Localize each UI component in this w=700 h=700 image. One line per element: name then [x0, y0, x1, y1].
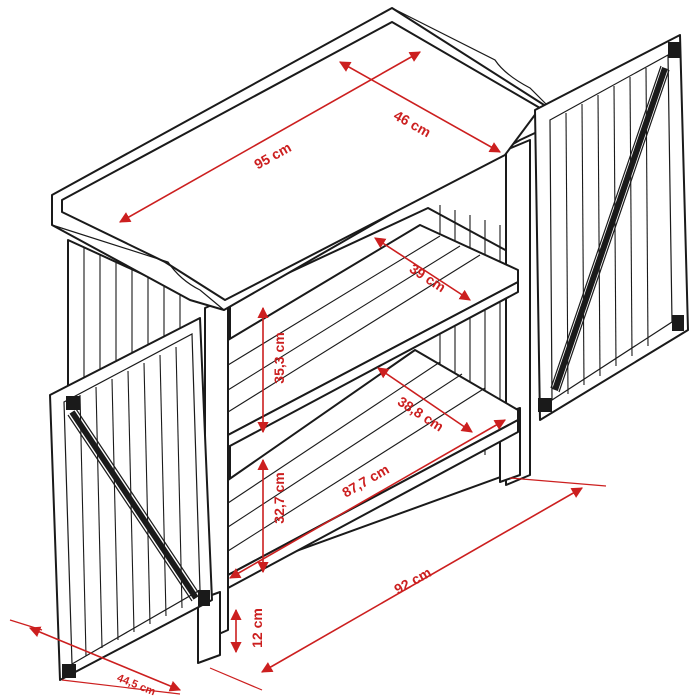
hinge-icon: [62, 664, 76, 678]
dim-door-width-label: 44,5 cm: [115, 672, 157, 698]
dim-upper-shelf-height-label: 35,3 cm: [271, 332, 287, 383]
left-door: [49, 317, 213, 681]
dim-base-width-line: [261, 487, 583, 673]
extension-line: [9, 619, 43, 631]
hinge-icon: [668, 42, 680, 58]
hinge-icon: [538, 398, 552, 412]
dim-door-width-line: [28, 626, 182, 692]
hinge-icon: [672, 315, 684, 331]
dim-top-depth-line: [339, 61, 501, 153]
extension-line: [509, 477, 607, 487]
dim-base-width-label: 92 cm: [391, 564, 433, 597]
extension-line: [209, 667, 263, 691]
right-door: [534, 34, 689, 421]
hinge-icon: [66, 396, 80, 410]
dim-upper-shelf-depth-line: [374, 237, 471, 301]
dim-lower-shelf-height-label: 32,7 cm: [271, 472, 287, 523]
dim-leg-height-label: 12 cm: [249, 608, 265, 648]
hinge-icon: [198, 590, 210, 606]
